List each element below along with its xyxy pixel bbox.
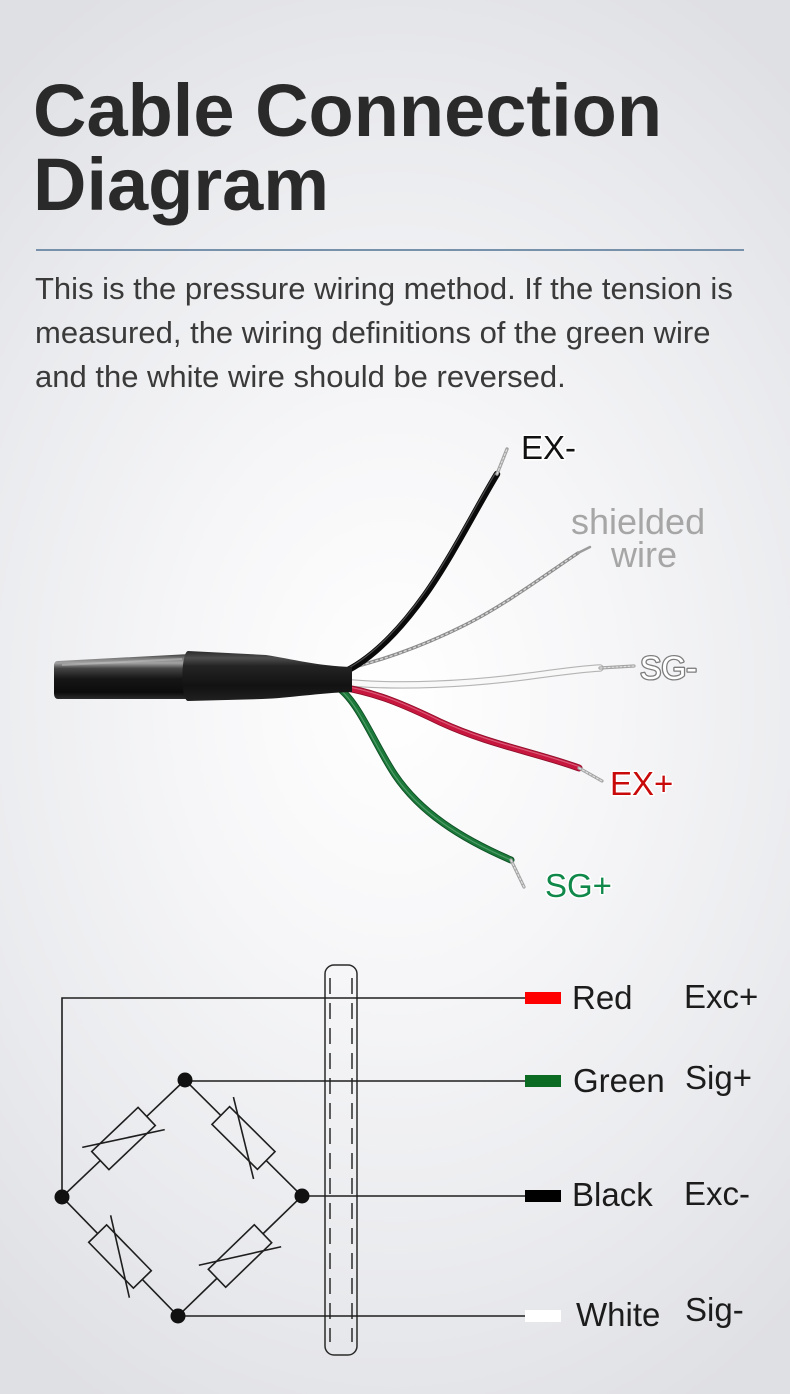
title-divider — [36, 249, 744, 251]
legend-signal-label: Exc+ — [684, 978, 758, 1015]
title-line-2: Diagram — [33, 143, 330, 226]
shielded-wire — [340, 545, 592, 672]
legend-color-label: White — [576, 1296, 660, 1333]
wire-legend: Red Exc+ Green Sig+ Black Exc- White Sig… — [572, 978, 758, 1333]
red-lead-line — [61, 997, 526, 1197]
wiring-schematic: Red Exc+ Green Sig+ Black Exc- White Sig… — [54, 964, 758, 1356]
page-title: Cable Connection Diagram — [33, 74, 662, 222]
legend-signal-label: Sig- — [685, 1291, 744, 1328]
strain-gauge-resistor — [177, 1195, 303, 1317]
white-wire — [336, 664, 636, 689]
title-line-1: Cable Connection — [33, 69, 663, 152]
green-wire — [336, 685, 526, 889]
bridge-node-top — [177, 1072, 193, 1088]
legend-color-label: Green — [573, 1062, 665, 1099]
legend-color-label: Black — [572, 1176, 653, 1213]
legend-signal-label: Exc- — [684, 1175, 750, 1212]
cable-highlight — [61, 658, 183, 666]
bridge-node-bottom — [170, 1308, 186, 1324]
sg-plus-label: SG+ — [545, 867, 612, 904]
heat-shrink-sleeve — [182, 651, 352, 701]
cable-jacket — [54, 654, 190, 699]
sg-minus-label: SG- — [640, 650, 697, 686]
intro-paragraph: This is the pressure wiring method. If t… — [35, 267, 733, 399]
intro-line: This is the pressure wiring method. If t… — [35, 271, 733, 306]
cable-shield-symbol — [324, 964, 358, 1356]
ex-plus-label: EX+ — [610, 765, 673, 802]
shielded-wire-label-line-1: shielded — [571, 501, 705, 542]
ex-minus-label: EX- — [521, 429, 576, 466]
green-swatch — [525, 1075, 561, 1087]
shielded-wire-label-line-2: wire — [610, 534, 677, 575]
bridge-node-right — [294, 1188, 310, 1204]
strain-gauge-resistor — [184, 1079, 303, 1197]
red-swatch — [525, 992, 561, 1004]
bridge-node-left — [54, 1189, 70, 1205]
intro-line: measured, the wiring definitions of the … — [35, 315, 711, 350]
intro-line: and the white wire should be reversed. — [35, 359, 566, 394]
strain-gauge-bridge — [61, 1079, 303, 1317]
legend-signal-label: Sig+ — [685, 1059, 752, 1096]
white-swatch — [525, 1310, 561, 1322]
strain-gauge-resistor — [61, 1079, 186, 1198]
black-swatch — [525, 1190, 561, 1202]
cable-photo: EX- shielded wire SG- EX+ SG+ — [54, 428, 705, 906]
black-wire — [336, 447, 509, 678]
strain-gauge-resistor — [61, 1196, 179, 1317]
legend-color-label: Red — [572, 979, 633, 1016]
red-wire — [336, 683, 604, 783]
